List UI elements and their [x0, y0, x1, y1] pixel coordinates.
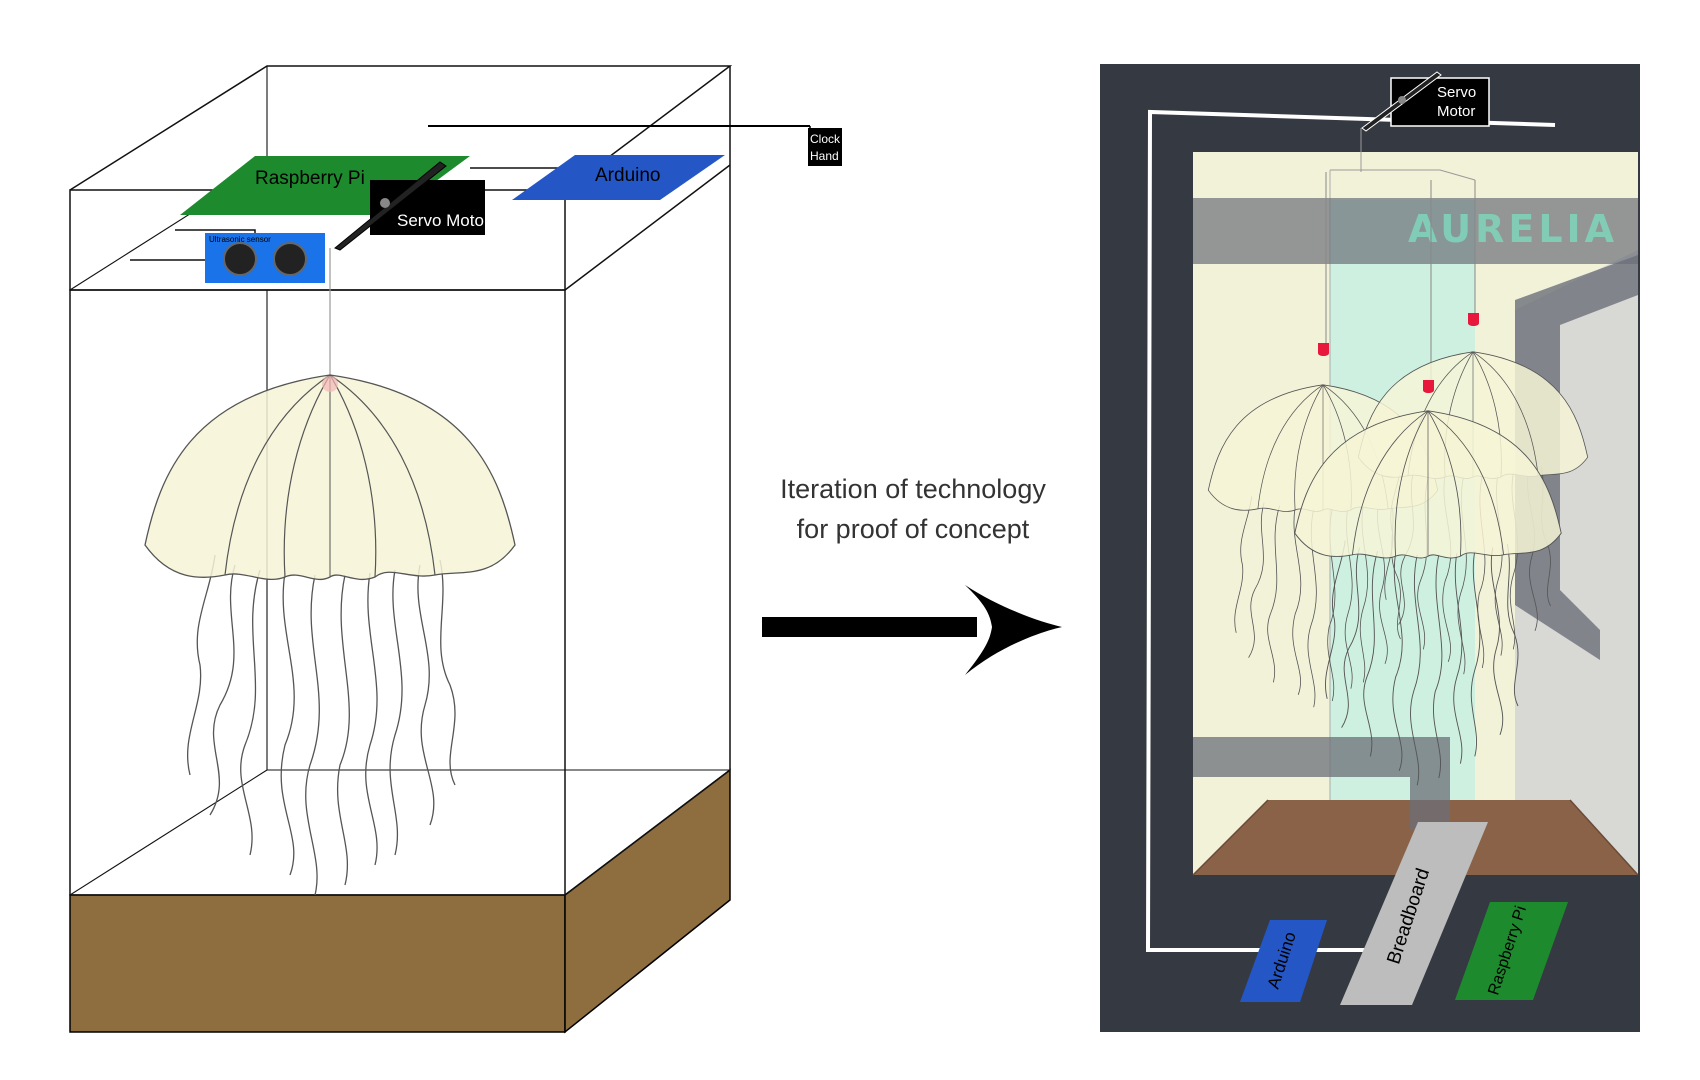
clock-hand-label-line2: Hand [810, 149, 839, 163]
right-servo-hub [1398, 96, 1406, 104]
ultrasonic-sensor-label: Ultrasonic sensor [209, 235, 271, 244]
caption-line2: for proof of concept [797, 514, 1030, 544]
jellyfish-left [144, 374, 516, 896]
tank-base-front [69, 894, 566, 1033]
led-red-1 [1318, 343, 1329, 356]
arduino-board [512, 155, 725, 200]
right-servo-label-line1: Servo [1437, 84, 1476, 101]
bottom-gray-bar [1193, 737, 1450, 830]
led-red-2 [1468, 313, 1479, 326]
sensor-eye-left [223, 242, 257, 276]
servo-motor-label: Servo Motor [397, 211, 490, 230]
clock-hand-label-line1: Clock [810, 132, 841, 146]
tank-base-side [564, 768, 731, 1034]
top-gray-bar [1193, 198, 1638, 264]
sensor-eye-right [273, 242, 307, 276]
right-servo-label-line2: Motor [1437, 103, 1475, 120]
right-gray-bracket [1515, 255, 1638, 660]
servo-arm [334, 161, 447, 251]
clock-hand-label-box [808, 128, 842, 166]
right-arduino-board [1240, 920, 1327, 1002]
servo-hub [380, 198, 390, 208]
right-render-diagram: AURELIA Servo Motor Arduino Breadboard [1100, 64, 1640, 1032]
aurelia-logo: AURELIA [1408, 207, 1618, 251]
left-tank-diagram: Clock Hand Raspberry Pi Arduino Servo Mo… [69, 65, 842, 1034]
right-servo-motor-box [1390, 77, 1490, 127]
right-raspberry-pi-board [1455, 902, 1568, 1000]
arduino-label: Arduino [595, 165, 661, 186]
breadboard [1340, 822, 1488, 1005]
jellyfish-light-left [322, 376, 338, 392]
arrow-right [762, 585, 1062, 675]
led-red-3 [1423, 380, 1434, 393]
raspberry-pi-label: Raspberry Pi [255, 168, 365, 189]
caption-line1: Iteration of technology [780, 474, 1046, 504]
